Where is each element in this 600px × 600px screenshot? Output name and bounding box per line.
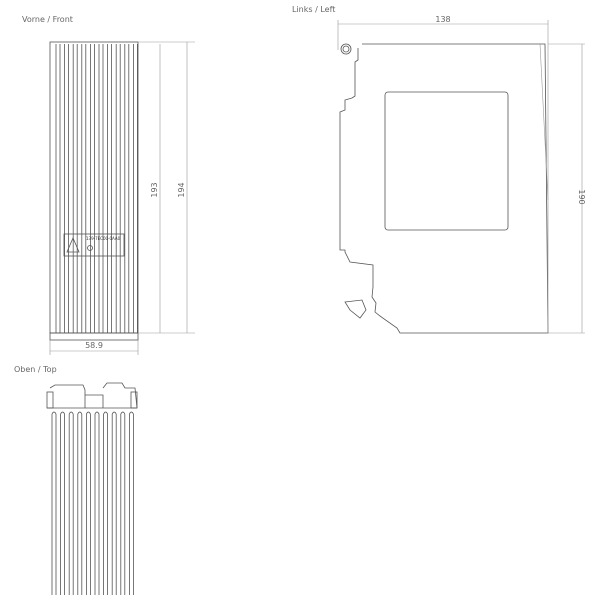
cooling-rib [129, 411, 134, 595]
cooling-rib [68, 411, 74, 595]
top-view-title: Oben / Top [14, 365, 57, 374]
cooling-rib [51, 411, 57, 595]
cooling-rib [94, 411, 100, 595]
dim-138: 138 [435, 15, 450, 24]
dim-58-9: 58.9 [85, 341, 103, 350]
product-label [63, 233, 125, 257]
warning-triangle-icon [66, 236, 80, 253]
certification-mark-icon [87, 245, 93, 251]
left-dimensions: 138 190 [337, 15, 586, 334]
dim-193: 193 [150, 182, 159, 197]
product-label-text: 139-7EC00-0AA0 [86, 236, 121, 241]
cooling-rib [103, 411, 108, 595]
front-view-title: Vorne / Front [22, 15, 73, 24]
cooling-rib [86, 411, 91, 595]
cooling-rib [60, 411, 65, 595]
cooling-rib [120, 411, 126, 595]
left-view [339, 43, 549, 334]
dim-190: 190 [577, 189, 586, 204]
top-view [46, 382, 138, 595]
dim-194: 194 [177, 182, 186, 197]
cooling-rib [111, 411, 117, 595]
front-dimensions: 193 194 58.9 [49, 41, 195, 355]
cooling-rib [77, 411, 83, 595]
front-view: 139-7EC00-0AA0 [49, 41, 139, 341]
left-view-window [384, 91, 509, 231]
left-view-title: Links / Left [292, 5, 335, 14]
